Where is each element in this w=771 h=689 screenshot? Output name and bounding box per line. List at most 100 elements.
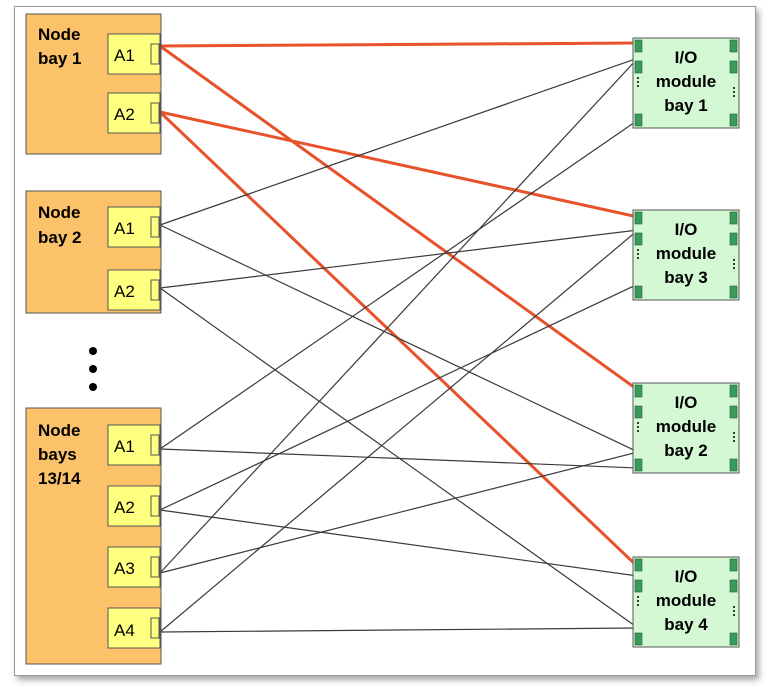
node-bays-13-14-port-a2[interactable]: A2 (107, 485, 161, 527)
port-label: A4 (114, 621, 135, 640)
link-n1-a1-to-io2 (159, 44, 639, 392)
io-module-label-line-1: I/O (675, 393, 698, 412)
io-module-label-line-3: bay 4 (664, 615, 708, 634)
io-module-label-line-3: bay 1 (664, 96, 707, 115)
io-dot (733, 267, 735, 269)
node-bay-1-port-a2[interactable]: A2 (107, 92, 161, 134)
io-dot (733, 606, 735, 608)
node-bays-13-14-port-a4[interactable]: A4 (107, 607, 161, 649)
io-dot (733, 263, 735, 265)
node-bay-2-port-a2[interactable]: A2 (107, 269, 161, 311)
io-module-box (632, 382, 740, 474)
node-bays-13-14-port-a3[interactable]: A3 (107, 546, 161, 588)
links-layer (158, 41, 640, 633)
link-n1-a2-to-io4 (158, 110, 640, 569)
io-dot (637, 81, 639, 83)
io-connector (729, 39, 738, 53)
io-module-label-line-2: module (656, 417, 716, 436)
io-module-label-line-1: I/O (675, 48, 698, 67)
node-bays-13-14-label-line-3: 13/14 (38, 469, 81, 488)
node-bay-2: Node bay 2 A1 A2 (25, 190, 162, 314)
io-dot (733, 440, 735, 442)
io-connector (729, 558, 738, 572)
io-connector (634, 285, 643, 299)
port-label: A2 (114, 498, 135, 517)
link-n3-a4-to-io3 (159, 229, 639, 633)
io-module-box (632, 556, 740, 648)
io-module-box (632, 37, 740, 129)
io-connector (634, 632, 643, 646)
io-dot (733, 91, 735, 93)
node-bays-13-14-label-line-1: Node (38, 421, 81, 440)
link-n3-a2-to-io4 (159, 509, 639, 577)
io-connector (729, 285, 738, 299)
node-bay-1: Node bay 1 A1 A2 (25, 13, 162, 155)
io-dot (637, 430, 639, 432)
io-dot (733, 95, 735, 97)
port-label: A3 (114, 559, 135, 578)
node-bays-13-14: Node bays 13/14 A1 A2 A3 A4 (25, 407, 162, 665)
io-module-label-line-1: I/O (675, 220, 698, 239)
io-connector (634, 113, 643, 127)
node-bays-13-14-label-line-2: bays (38, 445, 77, 464)
node-bay-1-port-a1[interactable]: A1 (107, 33, 161, 75)
more-bays-ellipsis (89, 347, 97, 391)
io-dot (733, 614, 735, 616)
io-dot (637, 596, 639, 598)
port-label: A2 (114, 282, 135, 301)
io-module-label-line-2: module (656, 591, 716, 610)
io-connector (729, 579, 738, 593)
io-connector (634, 558, 643, 572)
link-n2-a1-to-io1 (159, 57, 639, 226)
io-connector (729, 384, 738, 398)
io-connector (634, 211, 643, 225)
link-n3-a1-to-io1 (159, 119, 639, 450)
io-module-io4[interactable]: I/O module bay 4 (632, 556, 740, 648)
io-module-label-line-3: bay 3 (664, 268, 707, 287)
io-module-io1[interactable]: I/O module bay 1 (632, 37, 740, 129)
node-bay-2-port-a1[interactable]: A1 (107, 206, 161, 248)
io-dot (637, 249, 639, 251)
io-connector (729, 232, 738, 246)
node-bays-13-14-port-a1[interactable]: A1 (107, 424, 161, 466)
link-n2-a1-to-io2 (159, 224, 639, 453)
link-n3-a3-to-io2 (159, 451, 639, 574)
io-dot (733, 610, 735, 612)
io-connector (634, 384, 643, 398)
port-label: A1 (114, 437, 135, 456)
port-label: A1 (114, 219, 135, 238)
io-connector (634, 458, 643, 472)
io-connector (729, 458, 738, 472)
io-connector (634, 405, 643, 419)
io-dot (733, 259, 735, 261)
link-n2-a2-to-io3 (159, 229, 639, 289)
link-n3-a3-to-io1 (159, 57, 639, 574)
io-connector (729, 113, 738, 127)
io-dot (637, 604, 639, 606)
link-n1-a1-to-io1 (159, 41, 639, 48)
io-connector (729, 632, 738, 646)
io-dot (637, 422, 639, 424)
io-dot (733, 432, 735, 434)
io-module-label-line-1: I/O (675, 567, 698, 586)
link-n3-a4-to-io4 (159, 627, 639, 633)
link-n3-a2-to-io3 (159, 283, 639, 511)
io-connector (729, 60, 738, 74)
io-connector (634, 39, 643, 53)
io-dot (637, 85, 639, 87)
io-connector (634, 579, 643, 593)
io-module-box (632, 209, 740, 301)
io-dot (637, 253, 639, 255)
io-dot (637, 600, 639, 602)
node-bay-2-label-line-1: Node (38, 203, 81, 222)
port-label: A2 (114, 105, 135, 124)
node-bay-1-label-line-1: Node (38, 25, 81, 44)
port-label: A1 (114, 46, 135, 65)
io-connector (729, 405, 738, 419)
link-n3-a1-to-io2 (159, 448, 639, 469)
io-module-label-line-2: module (656, 72, 716, 91)
